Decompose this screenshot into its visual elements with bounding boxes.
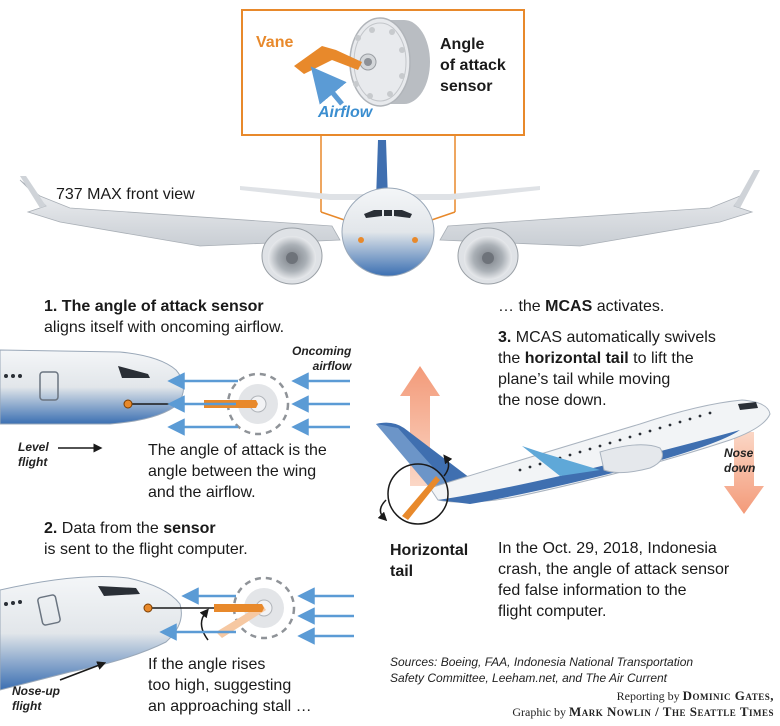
noseup-flight-plane	[0, 576, 222, 691]
graphic-name: Mark Nowlin / The Seattle Times	[569, 704, 774, 719]
noseup-flight-line: flight	[12, 699, 42, 713]
sensor-label-line: sensor	[440, 78, 493, 95]
sensor-dial-icon	[204, 372, 290, 436]
stall-text-line: too high, suggesting	[148, 677, 292, 694]
reporting-name: Dominic Gates,	[682, 688, 774, 703]
step3-line1: MCAS automatically swivels	[515, 329, 716, 346]
reporting-prefix: Reporting by	[616, 689, 680, 703]
left-engine-icon	[261, 227, 323, 285]
sources-line: Sources: Boeing, FAA, Indonesia National…	[390, 655, 694, 669]
crash-text: In the Oct. 29, 2018, Indonesia crash, t…	[498, 538, 729, 622]
sensor-detail-box	[241, 9, 525, 227]
stall-text-line: If the angle rises	[148, 656, 266, 673]
graphic-prefix: Graphic by	[512, 705, 567, 719]
sensor-label-line: Angle	[440, 36, 485, 53]
step1-num: 1.	[44, 298, 58, 315]
angle-explanation-line: angle between the wing	[148, 463, 317, 480]
sensor-label: Angle of attack sensor	[440, 34, 506, 97]
crash-text-line: flight computer.	[498, 603, 607, 620]
level-flight-label: Level flight	[18, 440, 49, 470]
step3-text: 3. MCAS automatically swivels the horizo…	[498, 327, 716, 411]
airflow-label: Airflow	[318, 104, 373, 121]
angle-explanation-line: The angle of attack is the	[148, 442, 327, 459]
step2-heading: 2. Data from the sensor is sent to the f…	[44, 518, 248, 560]
level-flight-line: Level	[18, 440, 49, 454]
step3-line4: the nose down.	[498, 392, 607, 409]
step3-line2-suffix: to lift the	[633, 350, 694, 367]
credits: Reporting by Dominic Gates, Graphic by M…	[512, 688, 774, 720]
step2-text: is sent to the flight computer.	[44, 541, 248, 558]
horizontal-tail-line: tail	[390, 563, 414, 580]
angle-explanation: The angle of attack is the angle between…	[148, 440, 327, 503]
stall-text-line: an approaching stall …	[148, 698, 312, 715]
step2-num: 2.	[44, 520, 58, 537]
step3-line3: plane’s tail while moving	[498, 371, 671, 388]
sources: Sources: Boeing, FAA, Indonesia National…	[390, 654, 693, 686]
sensor-label-line: of attack	[440, 57, 506, 74]
vane-label: Vane	[256, 34, 294, 51]
oncoming-airflow-line: airflow	[312, 359, 352, 373]
level-flight-line: flight	[18, 455, 48, 469]
noseup-flight-label: Nose-up flight	[12, 684, 60, 714]
front-view-label: 737 MAX front view	[56, 186, 195, 203]
airflow-arrow-icon	[310, 66, 347, 106]
step1-text: aligns itself with oncoming airflow.	[44, 319, 285, 336]
crash-text-line: fed false information to the	[498, 582, 687, 599]
sources-line: Safety Committee, Leeham.net, and The Ai…	[390, 671, 668, 685]
mcas-activates: … the MCAS activates.	[498, 296, 664, 317]
step3-line2-prefix: the	[498, 350, 521, 367]
horizontal-tail-label: Horizontal tail	[390, 540, 468, 582]
right-engine-icon	[457, 227, 519, 285]
crash-text-line: In the Oct. 29, 2018, Indonesia	[498, 540, 717, 557]
noseup-flight-line: Nose-up	[12, 684, 60, 698]
sensor-dial-rotated-icon	[199, 576, 296, 641]
crash-text-line: crash, the angle of attack sensor	[498, 561, 730, 578]
nose-down-line: Nose	[724, 446, 754, 460]
step2-bold: sensor	[163, 520, 216, 537]
oncoming-airflow-arrows	[167, 372, 350, 436]
noseup-airflow-arrows	[159, 587, 354, 645]
nose-down-line: down	[724, 461, 756, 475]
oncoming-airflow-label: Oncoming airflow	[292, 344, 351, 374]
nose-down-label: Nose down	[724, 446, 755, 476]
level-flight-plane	[0, 349, 204, 425]
stall-text: If the angle rises too high, suggesting …	[148, 654, 312, 717]
noseup-flight-arrow-icon	[59, 661, 107, 681]
step3-line2-bold: horizontal tail	[524, 350, 629, 367]
mcas-prefix: … the	[498, 298, 541, 315]
mcas-bold: MCAS	[545, 298, 593, 315]
step3-num: 3.	[498, 329, 512, 346]
down-arrow-icon	[724, 432, 764, 514]
step1-title: The angle of attack sensor	[61, 298, 264, 315]
step2-prefix: Data from the	[61, 520, 159, 537]
mcas-suffix: activates.	[596, 298, 665, 315]
aoa-sensor-icon	[349, 17, 430, 107]
side-view-plane	[376, 399, 771, 525]
angle-explanation-line: and the airflow.	[148, 484, 256, 501]
step1-heading: 1. The angle of attack sensor aligns its…	[44, 296, 284, 338]
horizontal-tail-line: Horizontal	[390, 542, 469, 559]
oncoming-airflow-line: Oncoming	[292, 344, 352, 358]
front-view-plane	[19, 140, 760, 285]
